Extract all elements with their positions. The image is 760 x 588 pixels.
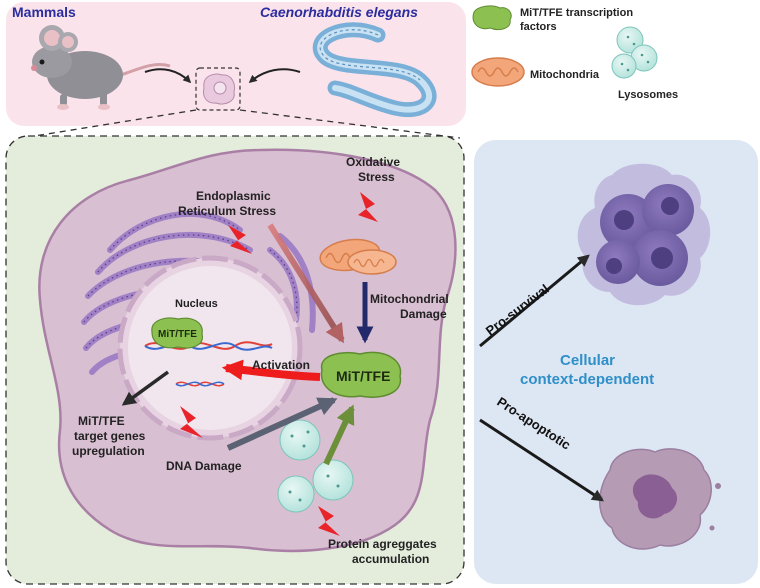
oxidative-stress-label-2: Stress <box>358 170 395 184</box>
er-ribosomes <box>83 213 298 349</box>
lysosomes-legend-label: Lysosomes <box>618 89 678 101</box>
target-genes-label-1: MiT/TFE <box>78 414 125 428</box>
zoom-line-right <box>239 109 461 139</box>
target-genes-arrow <box>121 370 170 406</box>
dna-to-tf-arrow <box>226 397 338 451</box>
apoptotic-cell-icon <box>597 448 721 550</box>
mouse-icon <box>31 25 171 110</box>
oxidative-stress-label-1: Oxidative <box>346 155 400 169</box>
legend: MiT/TFE transcription factors Mitochondr… <box>471 5 678 101</box>
mito-damage-label-1: Mitochondrial <box>370 292 449 306</box>
central-tf-label: MiT/TFE <box>336 368 390 384</box>
context-label-2: context-dependent <box>520 371 654 388</box>
pro-survival-arrow <box>479 254 590 348</box>
protein-aggregate-bolt <box>318 506 340 536</box>
nuclear-tf-label: MiT/TFE <box>158 329 197 340</box>
target-genes-label-2: target genes <box>74 429 146 443</box>
protein-label-1: Protein agreggates <box>328 537 437 551</box>
mitochondria-legend-label: Mitochondria <box>530 69 600 81</box>
er-to-tf-arrow <box>267 223 345 344</box>
tf-legend-label-2: factors <box>520 21 557 33</box>
lysosome-cluster <box>277 419 354 513</box>
celegans-title: Caenorhabditis elegans <box>260 4 418 20</box>
context-label-1: Cellular <box>560 352 615 369</box>
small-cell-icon <box>195 67 241 111</box>
target-genes-label-3: upregulation <box>72 444 145 458</box>
lysosome-to-tf-arrow <box>323 404 355 466</box>
activation-arrow <box>221 359 321 381</box>
central-tf-blob <box>320 351 402 398</box>
protein-label-2: accumulation <box>352 552 429 566</box>
worm-icon <box>312 22 437 117</box>
lysosome-legend-icon <box>611 26 658 79</box>
er-stress-bolt <box>228 225 252 254</box>
er-stress-label-2: Reticulum Stress <box>178 204 276 218</box>
nucleus-label: Nucleus <box>175 298 218 310</box>
proliferating-cells-icon <box>577 163 711 306</box>
worm-to-cell-arrow <box>248 68 301 84</box>
mammals-title: Mammals <box>12 4 76 20</box>
dna-damage-bolt <box>180 406 203 438</box>
activation-label: Activation <box>252 358 310 372</box>
er-stress-label-1: Endoplasmic <box>196 189 271 203</box>
oxidative-stress-bolt <box>358 192 378 222</box>
tf-legend-icon <box>472 5 512 31</box>
mouse-to-cell-arrow <box>144 68 192 84</box>
dna-damage-label: DNA Damage <box>166 459 242 473</box>
mitochondria-legend-icon <box>471 57 525 87</box>
tf-legend-label-1: MiT/TFE transcription <box>520 7 633 19</box>
zoom-line-left <box>21 109 197 139</box>
nuclear-tf-blob <box>151 317 203 349</box>
nucleus-inner <box>128 266 292 430</box>
mitochondria-icon <box>319 238 397 275</box>
pro-apoptotic-arrow <box>479 418 605 502</box>
mito-damage-label-2: Damage <box>400 307 447 321</box>
